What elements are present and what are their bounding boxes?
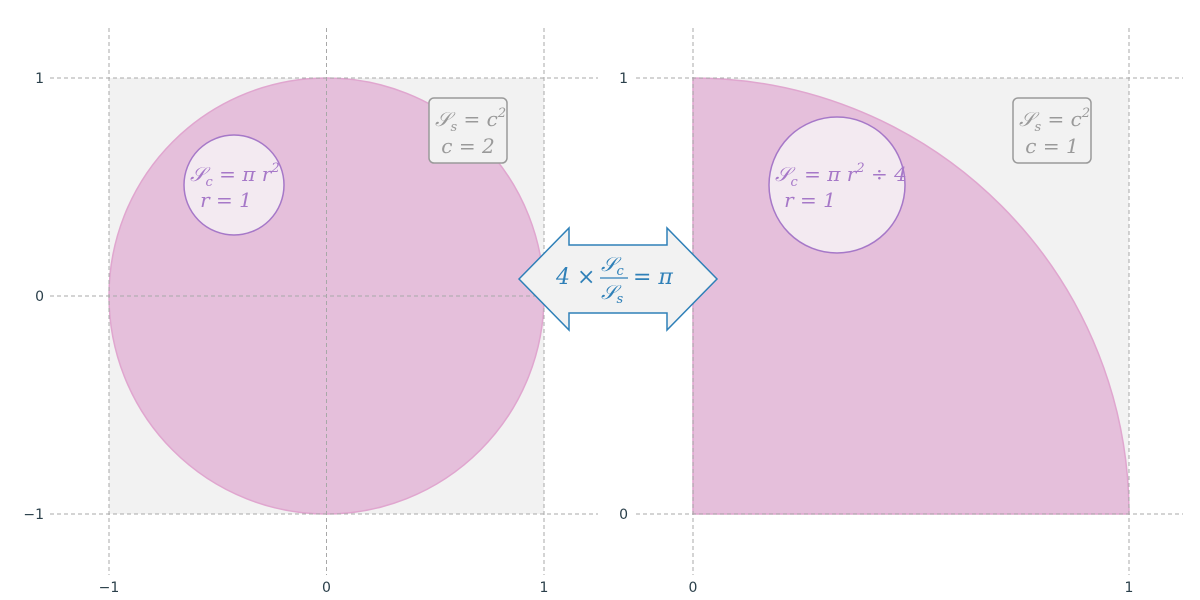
right-circle-radius: r = 1 [784, 188, 836, 212]
left-xtick-label: 1 [540, 580, 549, 596]
left-ytick-label: 0 [35, 289, 44, 305]
left-circle-radius: r = 1 [200, 188, 252, 212]
right-ytick-label: 1 [619, 71, 628, 87]
center-double-arrow: 4 × 𝒮c 𝒮s = π [517, 226, 719, 332]
formula-suffix: = π [633, 265, 673, 290]
left-square-label-box [428, 97, 508, 164]
formula-prefix: 4 × [555, 265, 595, 290]
left-ytick-label: −1 [23, 507, 44, 523]
right-circle-area-formula: 𝒮c = π r2 ÷ 4 [775, 161, 907, 190]
right-circle-label-bubble [768, 116, 906, 254]
right-ytick-label: 0 [619, 507, 628, 523]
left-circle-area-formula: 𝒮c = π r2 [190, 161, 280, 190]
left-xtick-label: 0 [322, 580, 331, 596]
left-circle-label-bubble [183, 134, 285, 236]
left-xtick-label: −1 [99, 580, 120, 596]
double-arrow-shape [517, 226, 719, 332]
right-square-side: c = 1 [1025, 134, 1078, 158]
left-panel: −1 0 1 1 0 −1 𝒮c = π r2 r = 1 𝒮s = c2 c … [23, 28, 598, 596]
right-xtick-label: 0 [689, 580, 698, 596]
right-panel: 0 1 1 0 𝒮c = π r2 ÷ 4 r = 1 𝒮s = c2 c = … [619, 28, 1183, 596]
right-square-area-formula: 𝒮s = c2 [1019, 106, 1090, 135]
left-ytick-label: 1 [35, 71, 44, 87]
right-xtick-label: 1 [1125, 580, 1134, 596]
left-square-side: c = 2 [441, 134, 494, 158]
right-grid [636, 28, 1183, 575]
right-square-label-box [1012, 97, 1092, 164]
left-square-area-formula: 𝒮s = c2 [435, 106, 506, 135]
